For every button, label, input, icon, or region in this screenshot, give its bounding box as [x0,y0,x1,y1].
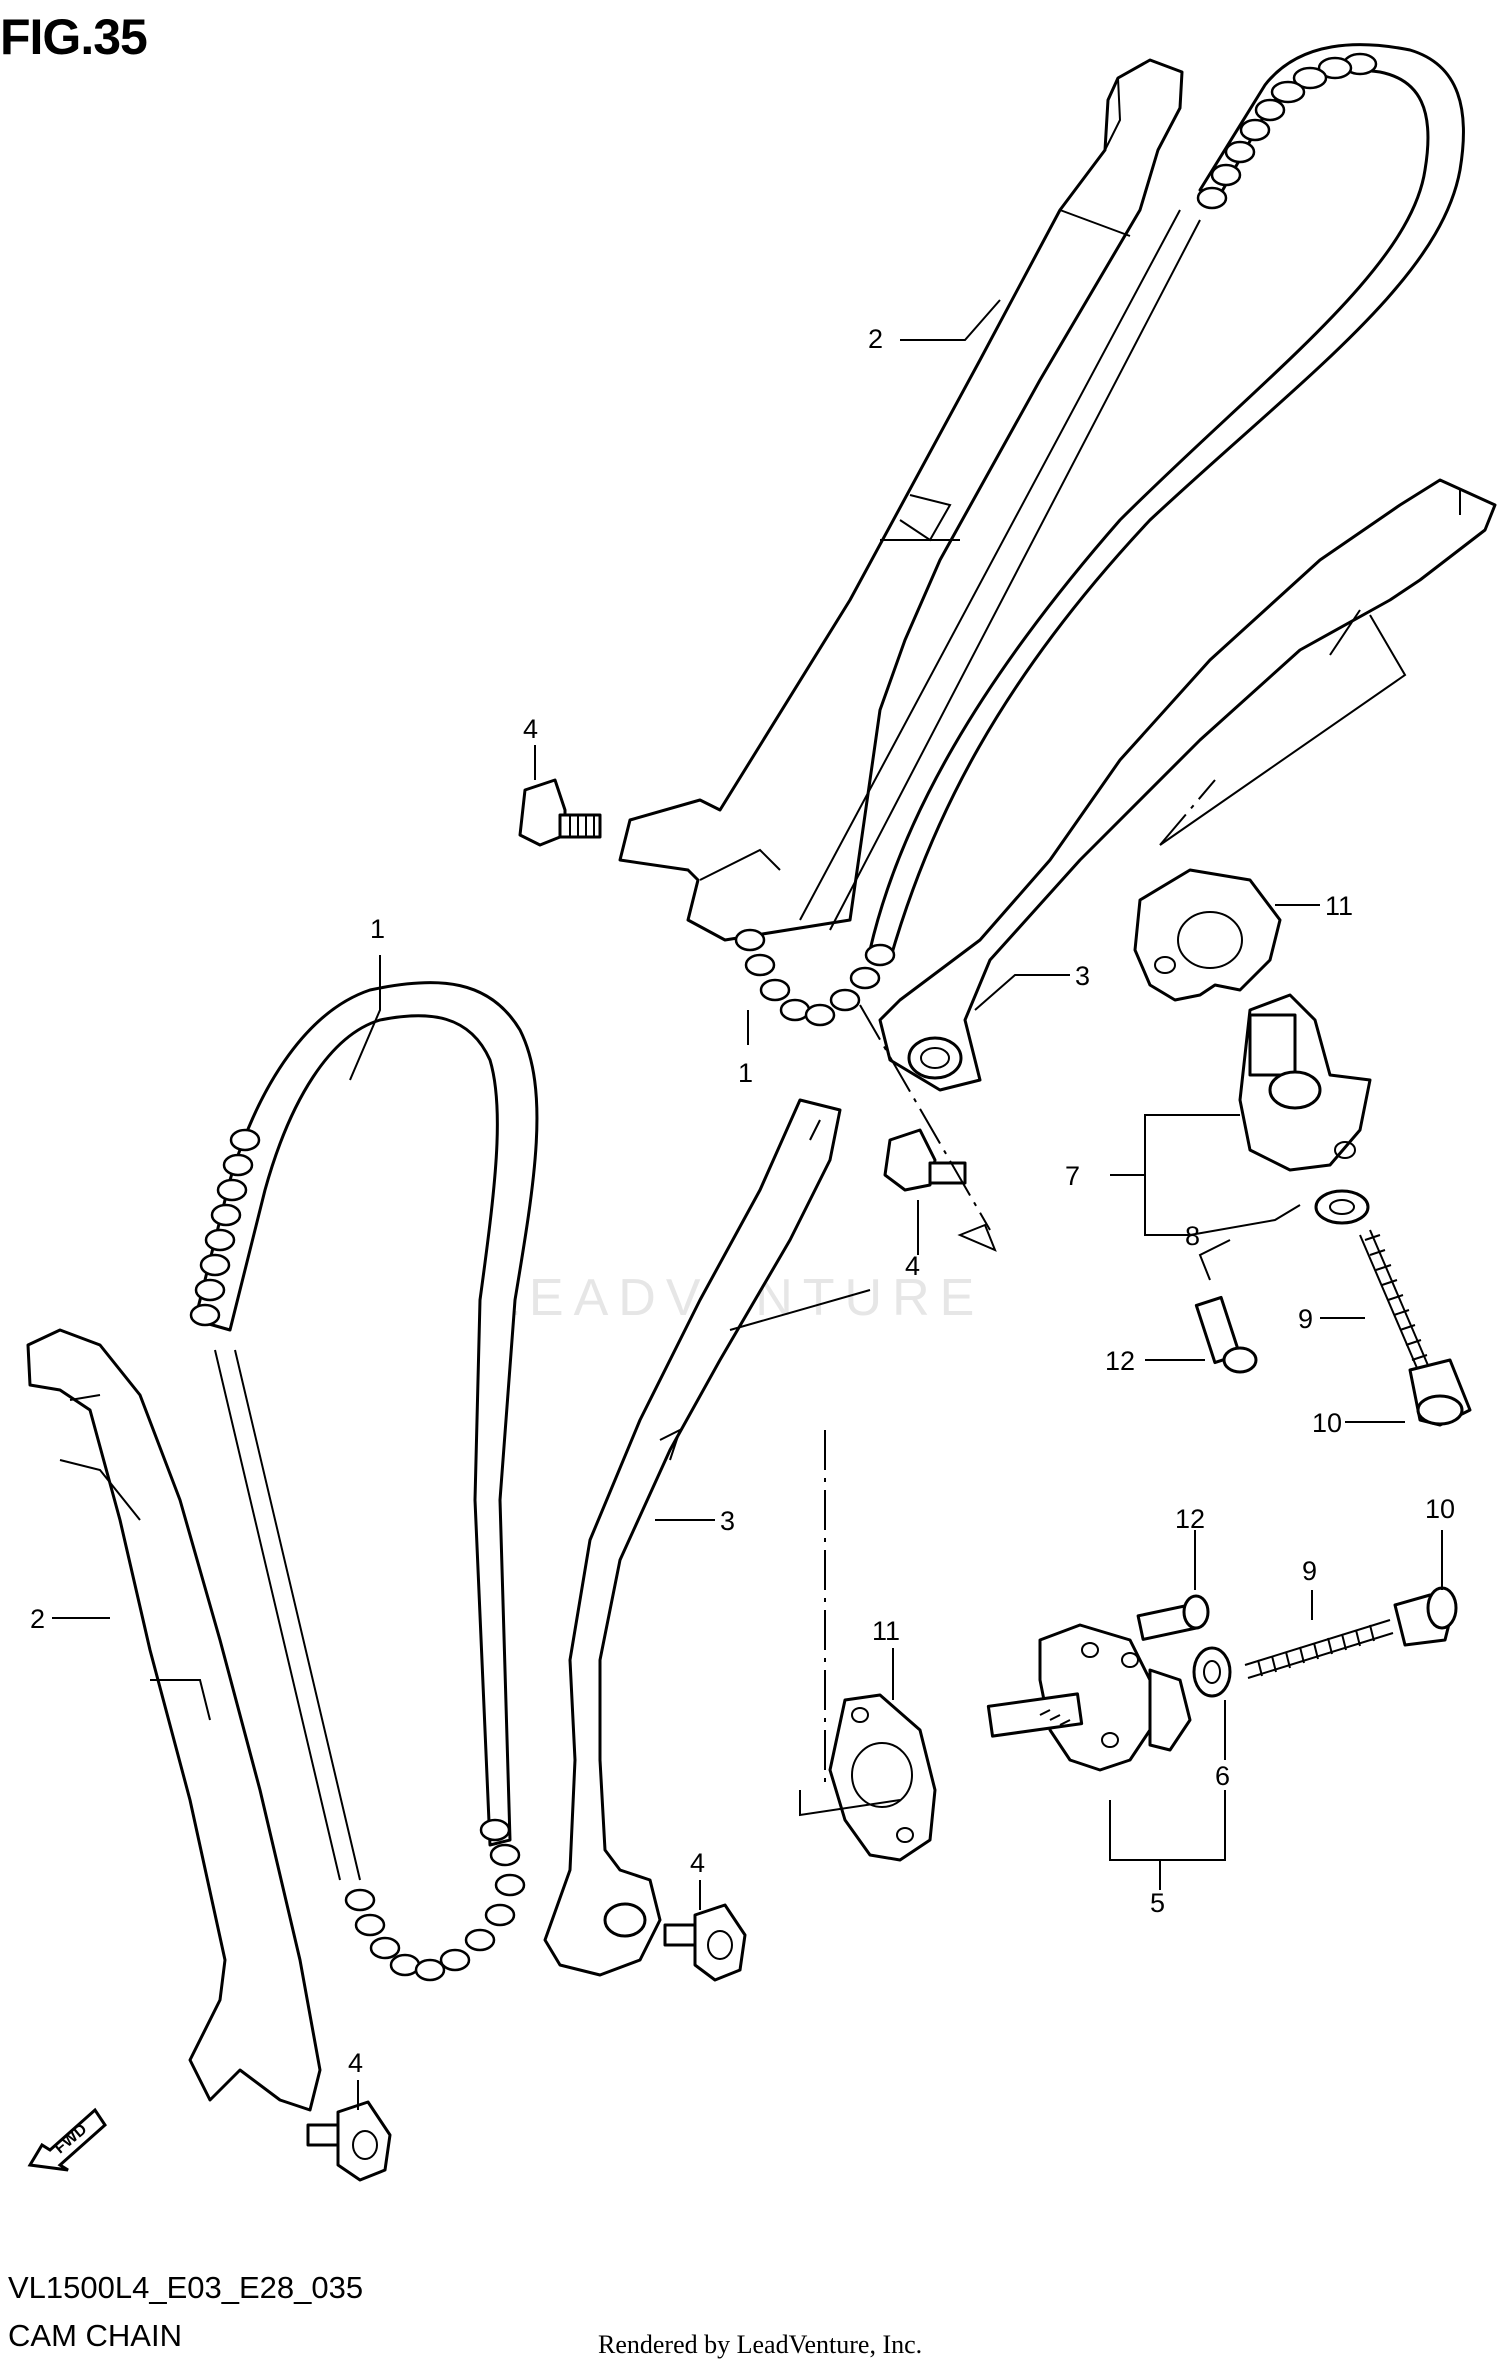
bolt-12-top[interactable] [1194,1295,1258,1374]
callout-2-top: 2 [868,324,883,354]
bolt-4-left[interactable] [306,2100,392,2182]
bolt-12-bottom[interactable] [1136,1594,1210,1641]
spring-9-top[interactable] [1359,1229,1431,1376]
callout-12-top: 12 [1105,1346,1135,1376]
cam-chain-upper[interactable] [734,43,1465,1027]
callout-8: 8 [1185,1221,1200,1251]
gasket-11-top[interactable] [1133,868,1282,1002]
chain-links-top [1196,52,1378,210]
gasket-11-bottom[interactable] [828,1693,937,1862]
tensioner-arm-upper[interactable] [878,478,1497,1092]
rendered-by-credit: Rendered by LeadVenture, Inc. [598,2330,923,2359]
callout-1-left: 1 [370,914,385,944]
chain-guide-left[interactable] [26,1328,322,2112]
bolt-4-lower[interactable] [663,1903,747,1982]
leader-lines [52,299,1443,2110]
callout-3-top: 3 [1075,961,1090,991]
cam-chain-left[interactable] [189,981,539,1982]
callout-10-top: 10 [1312,1408,1342,1438]
callout-4-mid: 4 [905,1251,920,1281]
bolt-10-top[interactable] [1408,1358,1472,1427]
callout-2-left: 2 [30,1604,45,1634]
diagram-name: CAM CHAIN [8,2318,182,2353]
tensioner-arm-mid[interactable] [543,1098,842,1977]
chain-links-left [189,1128,261,1327]
callout-9-bottom: 9 [1302,1556,1317,1586]
callout-5: 5 [1150,1888,1165,1918]
tensioner-adjuster-bottom[interactable] [986,1623,1192,1772]
washer-8-top[interactable] [1314,1189,1370,1225]
spring-9-bottom[interactable] [1244,1619,1394,1679]
callout-11-top: 11 [1325,891,1353,921]
callout-10-bottom: 10 [1425,1494,1455,1524]
callout-4-left: 4 [348,2048,363,2078]
callout-6: 6 [1215,1761,1230,1791]
chain-links-bottom [734,928,896,1027]
callout-9-top: 9 [1298,1304,1313,1334]
callout-labels: 2 4 11 3 1 7 8 4 9 12 10 1 3 2 12 9 10 1… [30,324,1455,2078]
callout-3-mid: 3 [720,1506,735,1536]
chain-links-lower [344,1818,526,1982]
callout-1-top: 1 [738,1058,753,1088]
bolt-4-mid[interactable] [883,1128,967,1192]
chain-guide-upper[interactable] [618,58,1184,942]
fwd-arrow-icon: FWD [27,2107,107,2172]
callout-4-top: 4 [523,714,538,744]
tensioner-adjuster-top[interactable] [1238,993,1372,1172]
figure-title: FIG.35 [0,9,148,65]
bolt-10-bottom[interactable] [1393,1586,1458,1647]
callout-7: 7 [1065,1161,1080,1191]
callout-11-bottom: 11 [872,1616,900,1646]
washer-6[interactable] [1192,1646,1232,1698]
model-code: VL1500L4_E03_E28_035 [8,2270,364,2305]
callout-12-bottom: 12 [1175,1504,1205,1534]
callout-4-bottom: 4 [690,1848,705,1878]
bolt-4-top[interactable] [518,778,602,847]
